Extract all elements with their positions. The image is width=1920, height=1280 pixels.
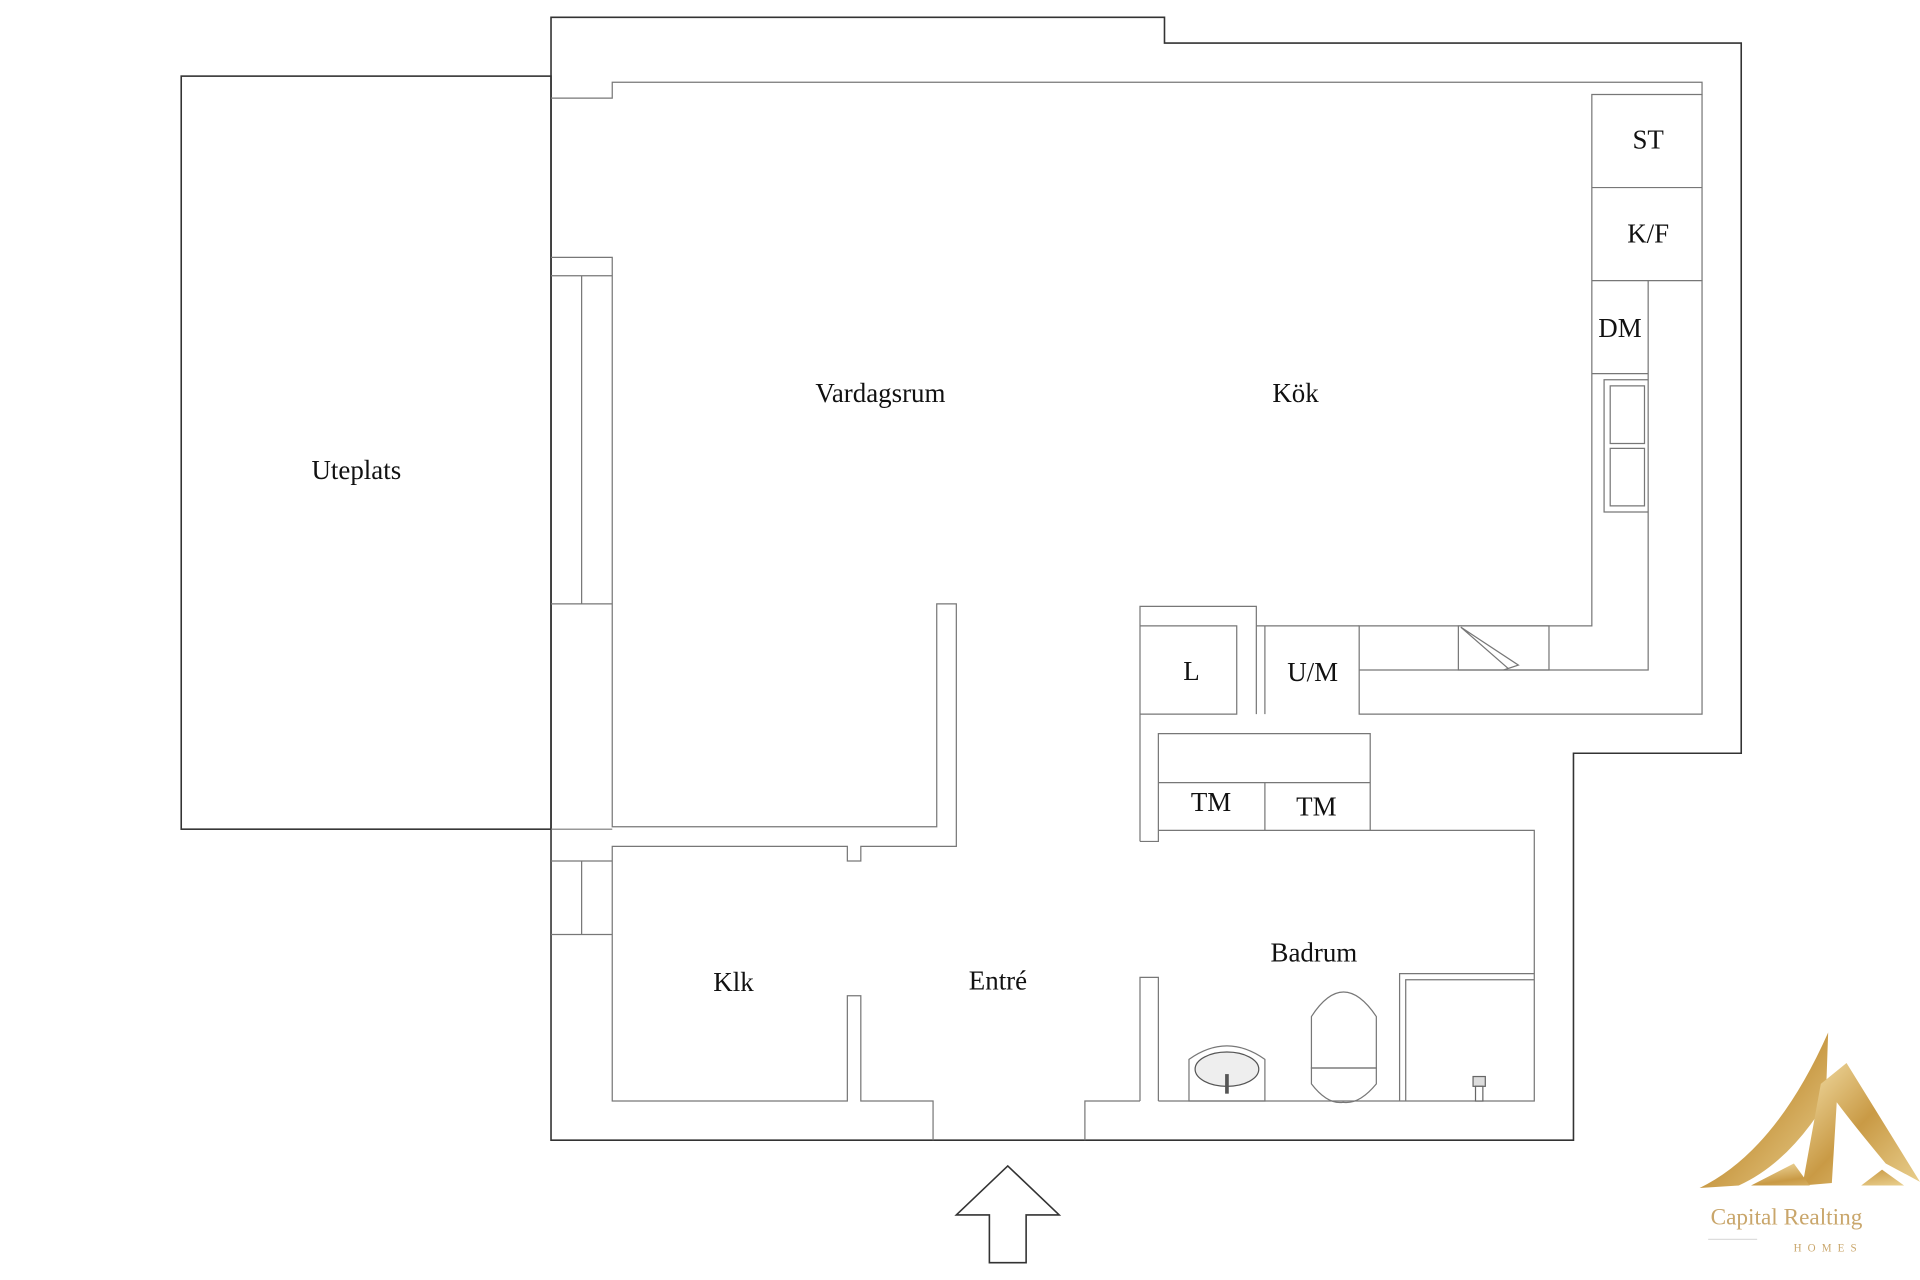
- logo-name: Capital Realting: [1711, 1205, 1863, 1231]
- fixture-label-kf: K/F: [1627, 219, 1669, 249]
- room-label-badrum: Badrum: [1271, 937, 1358, 967]
- fixture-label-tm-2: TM: [1296, 792, 1336, 822]
- entrance-arrow-icon: [954, 1164, 1062, 1264]
- sink-icon: [1188, 1045, 1266, 1102]
- inner-walls: [551, 81, 1703, 1141]
- fixture-label-dm: DM: [1598, 313, 1641, 343]
- room-label-kok: Kök: [1272, 378, 1319, 408]
- fixture-label-tm-1: TM: [1191, 787, 1231, 817]
- room-label-entre: Entré: [969, 966, 1027, 996]
- company-logo: Capital Realting HOMES: [1699, 1032, 1920, 1255]
- logo-sub: HOMES: [1794, 1243, 1863, 1255]
- room-label-vardagsrum: Vardagsrum: [815, 378, 945, 408]
- outer-wall: [550, 16, 1743, 1141]
- room-label-klk: Klk: [713, 967, 754, 997]
- toilet-icon: [1310, 991, 1377, 1104]
- fixture-label-um: U/M: [1287, 657, 1338, 687]
- terrace-outline: [180, 75, 552, 830]
- fixture-label-l: L: [1183, 656, 1199, 686]
- fixture-label-st: ST: [1632, 124, 1663, 154]
- room-label-uteplats: Uteplats: [311, 455, 401, 485]
- shower-head-icon: [1472, 1075, 1486, 1102]
